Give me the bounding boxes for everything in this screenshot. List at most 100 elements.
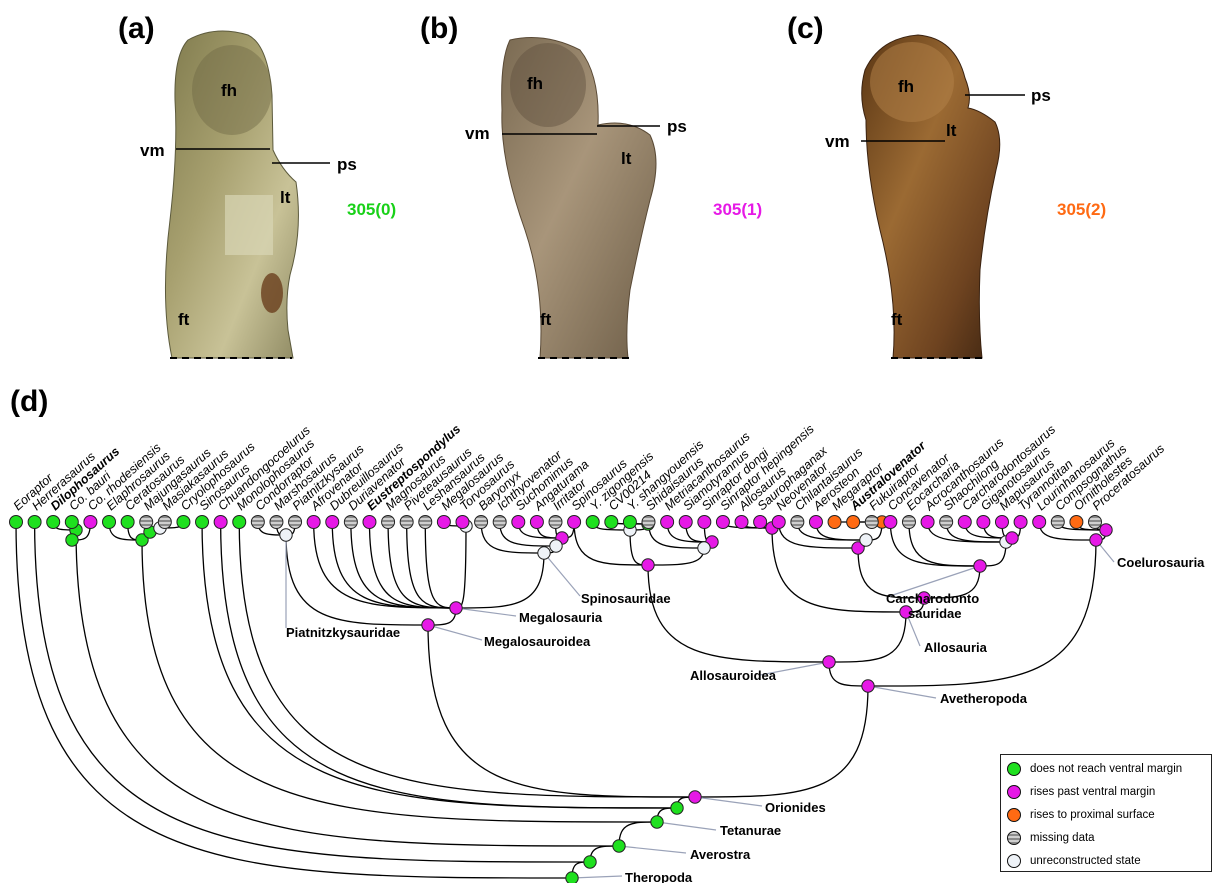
clade-piatnitzkysauridae: Piatnitzkysauridae (286, 625, 400, 640)
tip-neovenator (772, 516, 785, 529)
node-met2 (698, 542, 710, 554)
branch (388, 522, 456, 608)
tip-angaturama (530, 516, 543, 529)
label-ft-b: ft (540, 310, 552, 329)
node-neo2 (860, 534, 872, 546)
branch (428, 625, 695, 797)
node-carch2 (1006, 532, 1018, 544)
tip-fukuiraptor (865, 516, 878, 529)
branch (407, 522, 456, 608)
node-coel2n (1100, 524, 1112, 536)
tip-eustreptospondylus (363, 516, 376, 529)
label-ps-b: ps (667, 117, 687, 136)
branch (314, 522, 456, 608)
bone-specimen-c (862, 35, 1000, 358)
tip-y-zigongensis (586, 516, 599, 529)
node-carchsaur (974, 560, 986, 572)
tip-chilantaisaurus (791, 516, 804, 529)
taxon-labels: EoraptorHerrerasaurusDilophosaurusCo. ba… (11, 422, 1168, 514)
state-label-a: 305(0) (347, 200, 396, 219)
node-ce1 (671, 802, 683, 814)
label-lt-a: lt (280, 188, 291, 207)
node-coel2 (66, 534, 78, 546)
legend-item-missing: missing data (1007, 829, 1095, 847)
tip-sinraptor-dongi (698, 516, 711, 529)
tip-cryolophosaurus (177, 516, 190, 529)
tip-tyrannotitan (1014, 516, 1027, 529)
tip-compsognathus (1051, 516, 1064, 529)
state-label-b: 305(1) (713, 200, 762, 219)
tip-shaochilong (940, 516, 953, 529)
node-spinosauridae (538, 547, 550, 559)
clade-avetheropoda: Avetheropoda (940, 691, 1028, 706)
clade-leader-line (572, 876, 622, 878)
striped-circle-icon (1007, 831, 1021, 845)
tip-saurophaganax (754, 516, 767, 529)
tip-irritator (549, 516, 562, 529)
clade-leader-line (544, 553, 580, 596)
node-orionides (689, 791, 701, 803)
node-th2 (584, 856, 596, 868)
tip-monolophosaurus (233, 516, 246, 529)
tip-proceratosaurus (1089, 516, 1102, 529)
tip-marshosaurus (270, 516, 283, 529)
magenta-circle-icon (1007, 785, 1021, 799)
clade-carcharodontosauridae-2: sauridae (908, 606, 961, 621)
branch (829, 662, 868, 686)
branch (619, 822, 657, 846)
tip-ceratosaurus (121, 516, 134, 529)
tree-tips (10, 516, 1102, 529)
tip-siamotyrannus (679, 516, 692, 529)
branch (695, 686, 868, 797)
clade-orionides: Orionides (765, 800, 826, 815)
legend-label: rises past ventral margin (1030, 786, 1155, 798)
tip-australovenator (847, 516, 860, 529)
legend-item-unreconstructed: unreconstructed state (1007, 852, 1141, 870)
clade-leader-line (428, 625, 482, 640)
legend-item-green: does not reach ventral margin (1007, 760, 1182, 778)
node-coelurosauria (1090, 534, 1102, 546)
node-megalosauria (450, 602, 462, 614)
green-circle-icon (1007, 762, 1021, 776)
tip-ornitholestes (1070, 516, 1083, 529)
tip-acrocanthosaurus (921, 516, 934, 529)
label-lt-c: lt (946, 121, 957, 140)
label-fh-b: fh (527, 74, 543, 93)
clade-carcharodontosauridae-1: Carcharodonto (886, 591, 979, 606)
tip-aerosteon (809, 516, 822, 529)
node-tetanurae (651, 816, 663, 828)
label-vm-c: vm (825, 132, 850, 151)
tip-herrerasaurus (28, 516, 41, 529)
branch (456, 553, 544, 608)
tip-magnosaurus (382, 516, 395, 529)
branch (35, 522, 590, 862)
tip-chuandongocoelurus (214, 516, 227, 529)
tip-piatnitzkysaurus (289, 516, 302, 529)
tip-concavenator (884, 516, 897, 529)
branch (829, 612, 906, 662)
branch (221, 522, 677, 808)
tip-majungasaurus (140, 516, 153, 529)
bone-specimen-b (502, 38, 656, 358)
branch (648, 565, 829, 662)
label-vm-b: vm (465, 124, 490, 143)
node-sinr (642, 559, 654, 571)
clade-leader-line (657, 822, 716, 830)
clade-leader-line (619, 846, 686, 853)
legend-label: rises to proximal surface (1030, 809, 1155, 821)
legend: does not reach ventral margin rises past… (1000, 754, 1212, 872)
label-vm-a: vm (140, 141, 165, 160)
tip-cv00214 (605, 516, 618, 529)
tip-torvosaurus (456, 516, 469, 529)
clade-megalosauroidea: Megalosauroidea (484, 634, 591, 649)
branch (425, 522, 456, 608)
tip-shidaisaurus (642, 516, 655, 529)
tip-masiakasaurus (158, 516, 171, 529)
label-ps-a: ps (337, 155, 357, 174)
legend-label: unreconstructed state (1030, 855, 1141, 867)
clade-allosauroidea: Allosauroidea (690, 668, 777, 683)
tip-suchomimus (512, 516, 525, 529)
tip-sinosaurus (196, 516, 209, 529)
tip-co-bauri (65, 516, 78, 529)
tip-sinraptor-hepingensis (716, 516, 729, 529)
